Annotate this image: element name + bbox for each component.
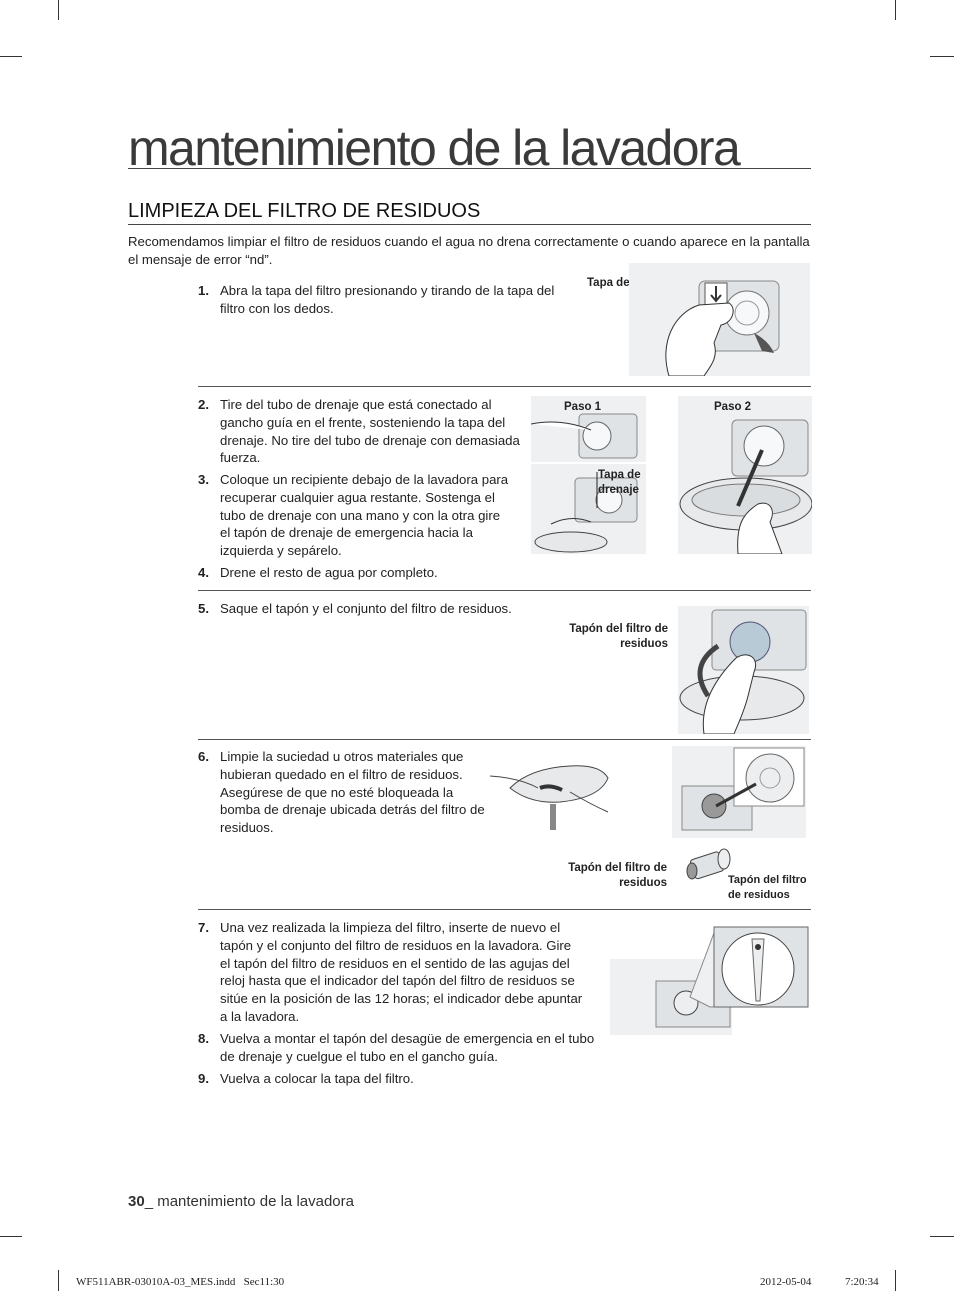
label-paso-1: Paso 1: [564, 401, 602, 413]
print-slug-date: 2012-05-04: [760, 1276, 812, 1288]
step-number: 6.: [198, 749, 209, 764]
step-text: Vuelva a montar el tapón del desagüe de …: [220, 1031, 595, 1064]
crop-mark: [930, 56, 954, 57]
step-number: 1.: [198, 283, 209, 298]
step-number: 7.: [198, 920, 209, 935]
step-text: Tire del tubo de drenaje que está conect…: [220, 397, 520, 466]
footer-page-label: 30_ mantenimiento de la lavadora: [128, 1193, 354, 1210]
step-text: Vuelva a colocar la tapa del filtro.: [220, 1071, 414, 1086]
label-tapon-filtro: Tapón del filtro de residuos: [569, 623, 668, 650]
section-title: LIMPIEZA DEL FILTRO DE RESIDUOS: [128, 200, 481, 222]
clean-filter-illustration: [490, 748, 620, 830]
step-number: 5.: [198, 601, 209, 616]
crop-mark: [895, 0, 896, 20]
step-text: Saque el tapón y el conjunto del filtro …: [220, 601, 512, 616]
title-rule: [128, 168, 811, 169]
step1-drain-illustration: [531, 396, 646, 554]
label-paso-2: Paso 2: [714, 401, 752, 413]
print-slug-file: WF511ABR-03010A-03_MES.indd Sec11:30: [76, 1276, 285, 1288]
filter-cover-illustration: [629, 263, 810, 376]
step-number: 8.: [198, 1031, 209, 1046]
pump-illustration: [672, 746, 806, 838]
page-title: mantenimiento de la lavadora: [128, 120, 741, 176]
label-tapon-filtro: Tapón del filtro de residuos: [568, 862, 667, 889]
page-suffix: _ mantenimiento de la lavadora: [144, 1193, 354, 1210]
section-rule: [128, 224, 811, 225]
step2-drain-illustration: [678, 396, 812, 554]
step-divider: [198, 386, 811, 387]
crop-mark: [58, 0, 59, 20]
page-number: 30: [128, 1193, 145, 1210]
label-tapa-drenaje: Tapa de drenaje: [598, 469, 641, 496]
step-number: 4.: [198, 565, 209, 580]
step-divider: [198, 909, 811, 910]
step-text: Una vez realizada la limpieza del filtro…: [220, 920, 583, 1024]
crop-mark: [0, 1236, 22, 1237]
intro-paragraph: Recomendamos limpiar el filtro de residu…: [128, 234, 810, 267]
filter-part-illustration: [684, 847, 732, 881]
remove-filter-illustration: [678, 606, 809, 734]
label-tapon-filtro-right: Tapón del filtro de residuos: [728, 874, 807, 901]
step-text: Abra la tapa del filtro presionando y ti…: [220, 283, 555, 316]
step-text: Limpie la suciedad u otros materiales qu…: [220, 749, 485, 836]
step-number: 3.: [198, 472, 209, 487]
reinsert-filter-illustration: [610, 923, 810, 1035]
step-text: Drene el resto de agua por completo.: [220, 565, 438, 580]
step-text: Coloque un recipiente debajo de la lavad…: [220, 472, 509, 559]
crop-mark: [0, 56, 22, 57]
step-divider: [198, 739, 811, 740]
print-slug-time: 7:20:34: [845, 1276, 879, 1288]
crop-mark: [930, 1236, 954, 1237]
step-divider: [198, 590, 811, 591]
crop-mark: [58, 1270, 59, 1291]
step-number: 2.: [198, 397, 209, 412]
step-number: 9.: [198, 1071, 209, 1086]
crop-mark: [895, 1270, 896, 1291]
